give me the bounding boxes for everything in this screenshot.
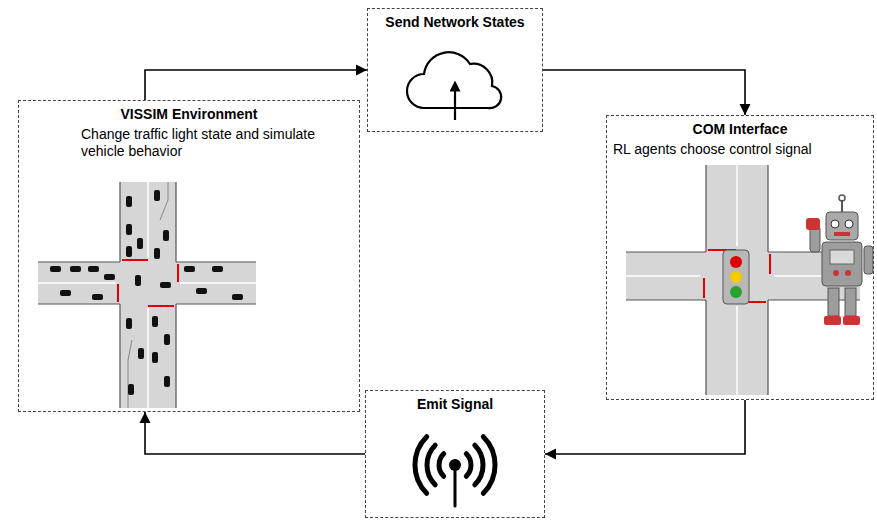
illustration-part	[164, 376, 170, 387]
illustration-part	[154, 248, 160, 259]
illustration-part	[60, 290, 71, 296]
box-description: RL agents choose control signal	[613, 141, 863, 158]
illustration-part	[128, 182, 168, 408]
illustration-part	[831, 220, 839, 228]
illustration-part	[845, 270, 851, 276]
flow-arrow	[545, 400, 745, 454]
illustration-part	[88, 266, 99, 272]
illustration-part	[212, 266, 223, 272]
illustration-part	[730, 286, 742, 298]
illustration-part	[164, 334, 170, 345]
interface-box: COM Interface RL agents choose control si…	[606, 115, 874, 400]
illustration-part	[730, 271, 742, 283]
illustration-part	[841, 200, 843, 212]
environment-box: VISSIM EnvironmentChange traffic light s…	[18, 100, 360, 412]
illustration-part	[126, 196, 132, 207]
network-states-box: Send Network States	[367, 8, 543, 132]
illustration-part	[483, 437, 495, 494]
illustration-part	[730, 256, 742, 268]
illustration-part	[196, 288, 207, 294]
box-description: Change traffic light state and simulate …	[81, 126, 331, 160]
flow-arrow	[145, 70, 367, 100]
illustration-part	[843, 316, 860, 325]
illustration-part	[137, 238, 143, 249]
illustration-part	[135, 275, 141, 286]
illustration-part	[92, 294, 103, 300]
illustration-part	[826, 212, 858, 240]
illustration-part	[160, 282, 171, 288]
illustration-part	[439, 454, 444, 477]
illustration-part	[118, 260, 178, 306]
illustration-part	[152, 316, 158, 327]
illustration-part	[50, 266, 61, 272]
illustration-part	[704, 250, 770, 302]
illustration-part	[839, 195, 845, 201]
illustration-part	[38, 182, 256, 408]
illustration-part	[466, 454, 471, 477]
illustration-part	[232, 294, 243, 300]
illustration-part	[833, 270, 839, 276]
illustration-part	[70, 266, 81, 272]
illustration-part	[830, 250, 854, 264]
box-title: Emit Signal	[417, 396, 493, 413]
antenna-icon	[415, 437, 495, 506]
illustration-part	[427, 445, 435, 485]
illustration-part	[449, 459, 461, 471]
illustration-part	[184, 266, 195, 272]
illustration-part	[822, 242, 862, 286]
flow-arrow	[145, 412, 365, 454]
illustration-part	[806, 218, 820, 230]
illustration-part	[126, 224, 132, 235]
illustration-part	[138, 348, 144, 359]
illustration-part	[845, 220, 853, 228]
vissim-intersection	[38, 182, 256, 408]
box-title: VISSIM Environment	[121, 106, 258, 123]
illustration-part	[104, 274, 115, 280]
robot-figure	[806, 195, 873, 325]
illustration-part	[126, 246, 132, 257]
illustration-part	[163, 230, 169, 241]
illustration-part	[154, 190, 160, 201]
illustration-part	[152, 352, 158, 363]
illustration-part	[415, 437, 427, 494]
illustration-part	[454, 465, 457, 506]
illustration-part	[723, 250, 749, 304]
illustration-part	[845, 288, 856, 316]
illustration-part	[834, 232, 850, 236]
illustration-part	[824, 316, 841, 325]
illustration-part	[475, 445, 483, 485]
emit-signal-box: Emit Signal	[365, 390, 545, 518]
illustration-part	[454, 86, 456, 120]
illustration-part	[126, 318, 132, 329]
box-title: Send Network States	[385, 14, 524, 31]
illustration-part	[828, 288, 839, 316]
cloud-upload-icon	[407, 52, 501, 120]
illustration-part	[864, 246, 873, 274]
flow-arrow	[543, 70, 745, 115]
illustration-part	[50, 190, 243, 395]
illustration-part	[128, 384, 134, 395]
illustration-part	[38, 182, 256, 408]
box-title: COM Interface	[693, 121, 788, 138]
